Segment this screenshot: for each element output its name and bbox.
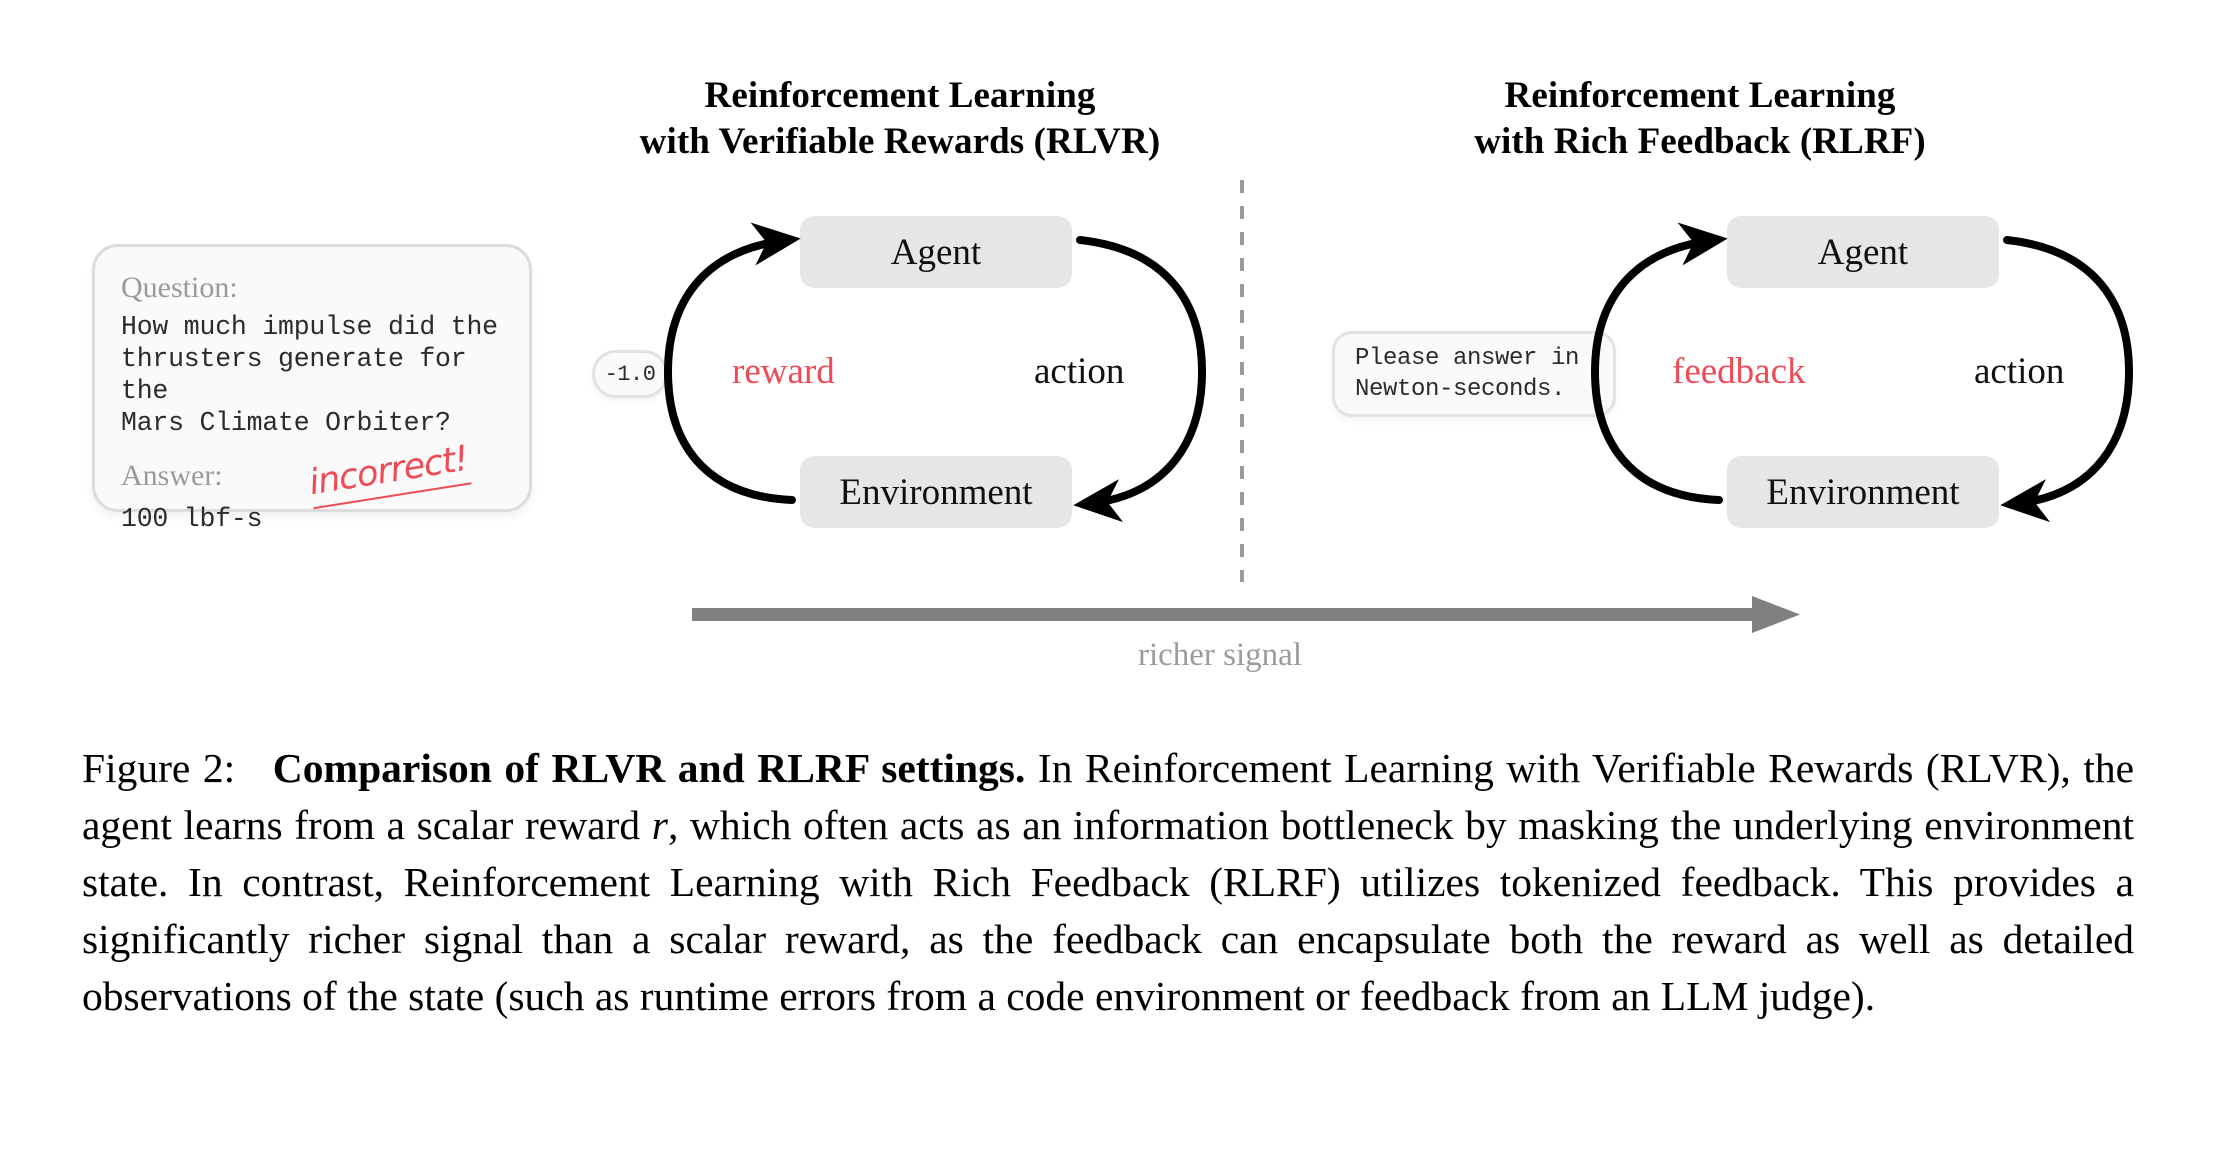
rlvr-agent-node: Agent: [800, 216, 1072, 288]
richer-signal-arrow: [692, 596, 1800, 633]
feedback-text-box: Please answer in Newton-seconds.: [1332, 331, 1616, 417]
caption-figure-number: Figure 2:: [82, 745, 236, 791]
richer-signal-label: richer signal: [1137, 637, 1303, 673]
incorrect-stamp: incorrect!: [306, 438, 472, 510]
question-label: Question:: [121, 271, 238, 304]
scalar-reward-badge: -1.0: [592, 350, 668, 398]
diagram-area: Reinforcement Learning with Verifiable R…: [92, 75, 2134, 673]
rlrf-environment-node: Environment: [1727, 456, 1999, 528]
rlvr-environment-node: Environment: [800, 456, 1072, 528]
question-text: How much impulse did the thrusters gener…: [121, 312, 498, 438]
rlrf-agent-node: Agent: [1727, 216, 1999, 288]
caption-body-2: , which often acts as an information bot…: [82, 802, 2134, 1019]
answer-row: 100 lbf-s incorrect!: [121, 438, 503, 555]
question-answer-card: Question: How much impulse did the thrus…: [92, 244, 532, 534]
caption-body-1: In Reinforcement Learning with Verifiabl…: [82, 745, 2135, 848]
answer-text: 100 lbf-s: [121, 504, 263, 534]
rlvr-panel-title: Reinforcement Learning with Verifiable R…: [639, 75, 1161, 162]
rlrf-feedback-label: feedback: [1672, 351, 1806, 392]
caption-bold-title: Comparison of RLVR and RLRF settings.: [272, 745, 1026, 791]
rlvr-reward-label: reward: [732, 351, 835, 392]
rlrf-action-label: action: [1974, 351, 2065, 392]
answer-label: Answer:: [121, 459, 223, 492]
rlvr-action-label: action: [1034, 351, 1125, 392]
figure-caption: Figure 2: Comparison of RLVR and RLRF se…: [82, 740, 2134, 1025]
rlrf-panel-title: Reinforcement Learning with Rich Feedbac…: [1474, 75, 1926, 162]
caption-reward-symbol: r: [651, 802, 668, 848]
